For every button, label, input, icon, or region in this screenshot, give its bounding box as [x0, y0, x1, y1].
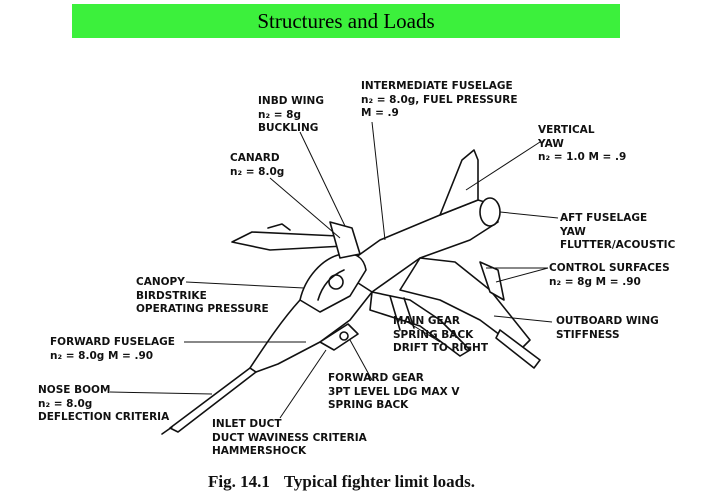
label-nose-boom: NOSE BOOM n₂ = 8.0g DEFLECTION CRITERIA [38, 384, 170, 423]
label-forward-gear: FORWARD GEAR 3PT LEVEL LDG MAX V SPRING … [328, 372, 460, 411]
inboard-wing-shape [329, 221, 361, 259]
label-outboard-wing: OUTBOARD WING STIFFNESS [556, 315, 659, 341]
main-gear-shape [389, 295, 415, 331]
label-vertical: VERTICAL YAW n₂ = 1.0 M = .9 [538, 124, 627, 163]
label-aft-fuselage: AFT FUSELAGE YAW FLUTTER/ACOUSTIC [560, 212, 676, 251]
slide-title-banner: Structures and Loads [72, 4, 620, 38]
label-forward-fuselage: FORWARD FUSELAGE n₂ = 8.0g M = .90 [50, 336, 175, 362]
canard-shape [231, 231, 345, 251]
figure-caption-text: Typical fighter limit loads. [283, 472, 475, 491]
label-canopy: CANOPY BIRDSTRIKE OPERATING PRESSURE [136, 276, 269, 315]
slide-title: Structures and Loads [257, 8, 435, 33]
label-control-surfaces: CONTROL SURFACES n₂ = 8g M = .90 [549, 262, 670, 288]
inlet-duct-shape [319, 323, 359, 351]
aft-fuselage-nozzle [479, 197, 501, 227]
vertical-tail-shape [439, 149, 479, 216]
label-inlet-duct: INLET DUCT DUCT WAVINESS CRITERIA HAMMER… [212, 418, 367, 457]
label-intermediate-fuselage: INTERMEDIATE FUSELAGE n₂ = 8.0g, FUEL PR… [361, 80, 518, 119]
wing-pod [495, 329, 541, 369]
label-canard: CANARD n₂ = 8.0g [230, 152, 285, 178]
label-main-gear: MAIN GEAR SPRING BACK DRIFT TO RIGHT [393, 315, 489, 354]
figure-caption: Fig. 14.1 Typical fighter limit loads. [208, 472, 489, 492]
figure-number: Fig. 14.1 [208, 472, 270, 491]
label-inbd-wing: INBD WING n₂ = 8g BUCKLING [258, 95, 324, 134]
